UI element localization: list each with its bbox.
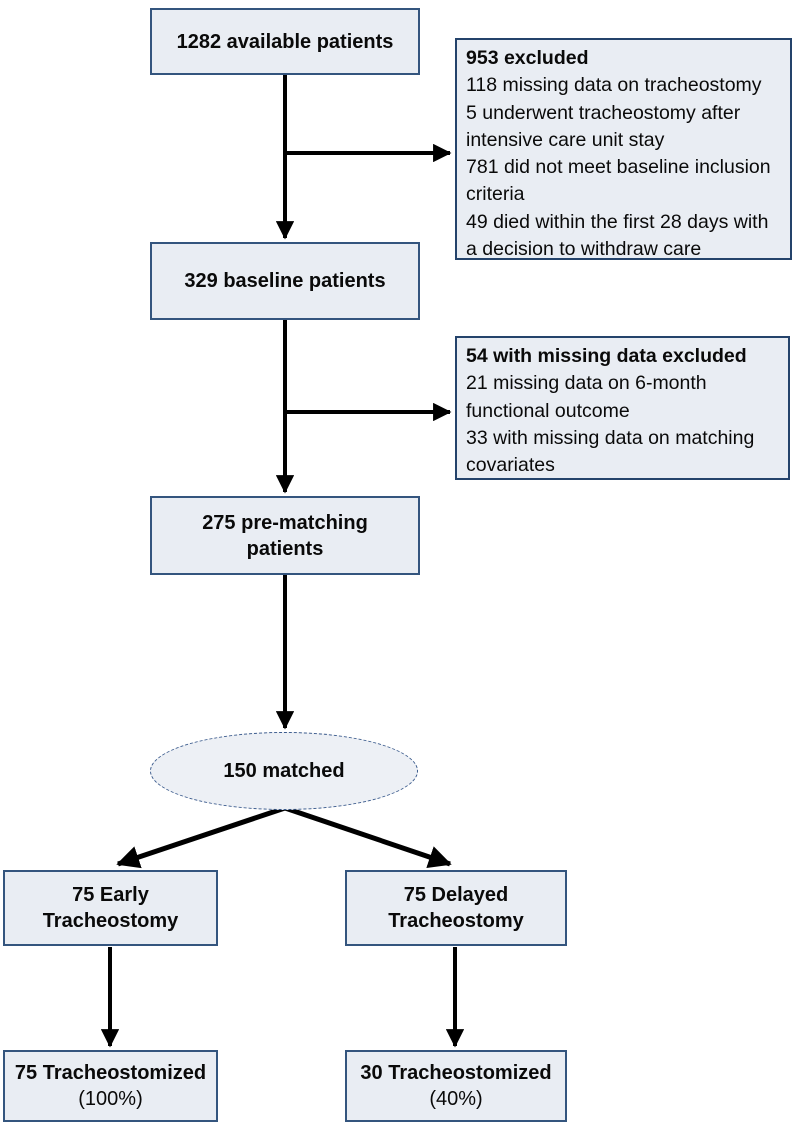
node-early-result-line2: (100%) [78,1088,143,1110]
node-early-line1: 75 Early [72,884,149,906]
node-excluded-953: 953 excluded 118 missing data on tracheo… [455,38,792,260]
node-baseline-patients: 329 baseline patients [150,242,420,320]
node-delayed-line1: 75 Delayed [403,884,509,906]
excluded-953-reason: 5 underwent tracheostomy after intensive… [466,101,741,151]
node-delayed-line2: Tracheostomy [388,910,524,932]
node-prematching-line1: 275 pre-matching [202,511,368,534]
arrow-matched-to-early [116,805,286,869]
excluded-953-title: 953 excluded [466,47,589,69]
node-baseline-patients-label: 329 baseline patients [184,270,386,292]
node-early-tracheostomy: 75 Early Tracheostomy [3,870,218,946]
node-delayed-result-line1: 30 Tracheostomized [360,1062,552,1084]
node-prematching-patients: 275 pre-matching patients [150,496,420,575]
node-early-tracheostomized: 75 Tracheostomized (100%) [3,1050,218,1122]
node-delayed-tracheostomy: 75 Delayed Tracheostomy [345,870,567,946]
node-matched-label: 150 matched [223,759,345,782]
arrow-matched-to-delayed [284,805,452,869]
node-available-patients-label: 1282 available patients [176,30,394,53]
excluded-953-reason: 49 died within the first 28 days with a … [466,210,769,261]
node-available-patients: 1282 available patients [150,8,420,75]
node-matched: 150 matched [150,732,418,810]
excluded-54-title: 54 with missing data excluded [466,345,747,367]
excluded-54-reason: 21 missing data on 6-month functional ou… [466,372,707,422]
excluded-953-reason: 118 missing data on tracheostomy [466,74,762,97]
node-delayed-tracheostomized: 30 Tracheostomized (40%) [345,1050,567,1122]
node-prematching-line2: patients [246,537,324,560]
node-early-line2: Tracheostomy [42,910,179,932]
node-early-result-line1: 75 Tracheostomized [14,1062,207,1084]
excluded-953-reason: 781 did not meet baseline inclusion crit… [466,156,771,206]
node-excluded-54: 54 with missing data excluded 21 missing… [455,336,790,480]
node-delayed-result-line2: (40%) [429,1088,483,1110]
excluded-54-reason: 33 with missing data on matching covaria… [466,426,755,477]
